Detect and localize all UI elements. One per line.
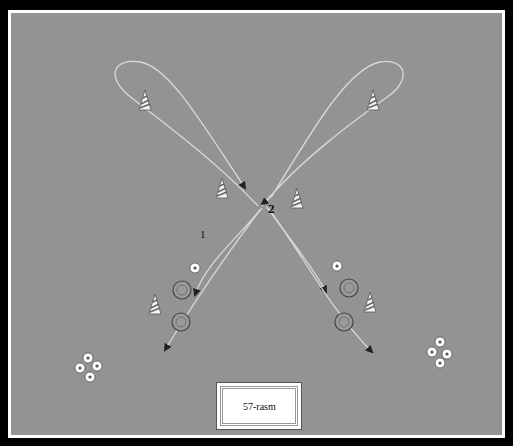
callout-number: 1 [200, 228, 206, 240]
callout-number: 2 [268, 201, 275, 217]
caption: 57-rasm [243, 401, 327, 412]
caption-box: 57-rasm [216, 382, 302, 430]
